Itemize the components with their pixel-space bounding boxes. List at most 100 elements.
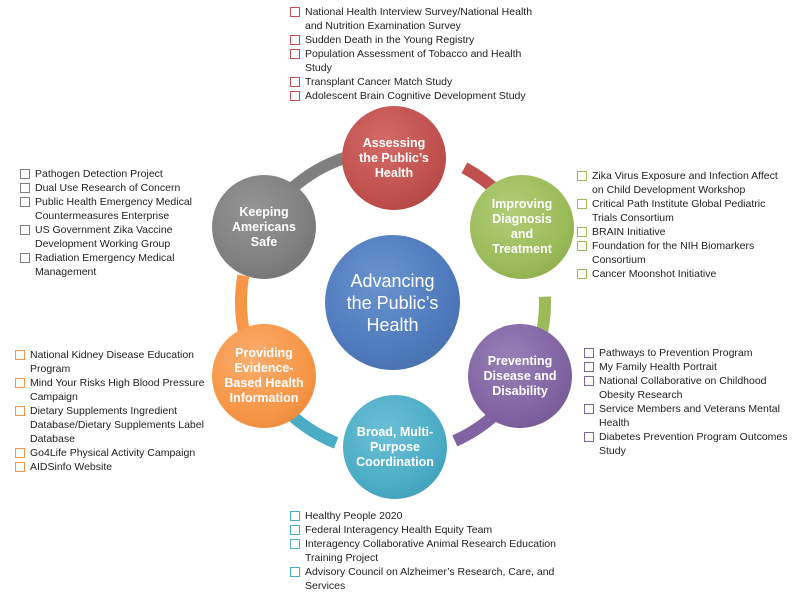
list-item-text: Public Health Emergency Medical Counterm… <box>35 196 192 222</box>
list-item: Transplant Cancer Match Study <box>290 75 545 89</box>
list-item: My Family Health Portrait <box>584 360 789 374</box>
node-preventing: Preventing Disease and Disability <box>468 324 572 428</box>
list-item: Go4Life Physical Activity Campaign <box>15 446 215 460</box>
list-item-text: Interagency Collaborative Animal Researc… <box>305 538 556 564</box>
checkbox-bullet-icon <box>20 253 30 263</box>
checkbox-bullet-icon <box>15 448 25 458</box>
list-item-text: Zika Virus Exposure and Infection Affect… <box>592 170 778 196</box>
list-item: Pathogen Detection Project <box>20 167 200 181</box>
list-item: Dietary Supplements Ingredient Database/… <box>15 404 215 446</box>
center-label: Advancing the Public’s Health <box>346 270 439 335</box>
list-item-text: Radiation Emergency Medical Management <box>35 252 175 278</box>
list-item: Sudden Death in the Young Registry <box>290 33 545 47</box>
list-item: Service Members and Veterans Mental Heal… <box>584 402 789 430</box>
node-evidence: Providing Evidence-Based Health Informat… <box>212 324 316 428</box>
checkbox-bullet-icon <box>584 404 594 414</box>
list-item: National Health Interview Survey/Nationa… <box>290 5 545 33</box>
list-item: AIDSinfo Website <box>15 460 215 474</box>
list-item-text: Service Members and Veterans Mental Heal… <box>599 403 780 429</box>
ring-arc-coordination <box>287 410 339 449</box>
list-item: Critical Path Institute Global Pediatric… <box>577 197 792 225</box>
list-item: Advisory Council on Alzheimer’s Research… <box>290 565 570 593</box>
node-improving: Improving Diagnosis and Treatment <box>470 175 574 279</box>
list-item: Healthy People 2020 <box>290 509 570 523</box>
list-item: Pathways to Prevention Program <box>584 346 789 360</box>
checkbox-bullet-icon <box>577 269 587 279</box>
list-improving: Zika Virus Exposure and Infection Affect… <box>577 169 792 281</box>
checkbox-bullet-icon <box>290 49 300 59</box>
list-item-text: Go4Life Physical Activity Campaign <box>30 447 196 459</box>
checkbox-bullet-icon <box>20 225 30 235</box>
checkbox-bullet-icon <box>290 511 300 521</box>
checkbox-bullet-icon <box>15 406 25 416</box>
list-item: Interagency Collaborative Animal Researc… <box>290 537 570 565</box>
list-item-text: Advisory Council on Alzheimer’s Research… <box>305 566 555 592</box>
list-preventing: Pathways to Prevention Program My Family … <box>584 346 789 458</box>
list-item: Radiation Emergency Medical Management <box>20 251 200 279</box>
list-item-text: Pathways to Prevention Program <box>599 347 753 359</box>
list-item: Public Health Emergency Medical Counterm… <box>20 195 200 223</box>
list-item: Population Assessment of Tobacco and Hea… <box>290 47 545 75</box>
list-item: US Government Zika Vaccine Development W… <box>20 223 200 251</box>
ring-arc-safe <box>287 151 348 194</box>
list-item-text: National Kidney Disease Education Progra… <box>30 349 195 375</box>
list-item-text: National Collaborative on Childhood Obes… <box>599 375 767 401</box>
checkbox-bullet-icon <box>20 183 30 193</box>
node-improving-label: Improving Diagnosis and Treatment <box>491 197 553 256</box>
list-item-text: Pathogen Detection Project <box>35 168 163 180</box>
checkbox-bullet-icon <box>290 7 300 17</box>
list-item-text: Healthy People 2020 <box>305 510 403 522</box>
list-item-text: Dual Use Research of Concern <box>35 182 181 194</box>
list-item-text: National Health Interview Survey/Nationa… <box>305 6 533 32</box>
list-item-text: Mind Your Risks High Blood Pressure Camp… <box>30 377 205 403</box>
checkbox-bullet-icon <box>20 197 30 207</box>
list-item: BRAIN Initiative <box>577 225 792 239</box>
list-item-text: Cancer Moonshot Initiative <box>592 268 717 280</box>
checkbox-bullet-icon <box>290 35 300 45</box>
checkbox-bullet-icon <box>15 350 25 360</box>
list-item: Mind Your Risks High Blood Pressure Camp… <box>15 376 215 404</box>
list-item: Cancer Moonshot Initiative <box>577 267 792 281</box>
list-item: Adolescent Brain Cognitive Development S… <box>290 89 545 103</box>
node-safe: Keeping Americans Safe <box>212 175 316 279</box>
checkbox-bullet-icon <box>584 362 594 372</box>
checkbox-bullet-icon <box>290 525 300 535</box>
list-item-text: Diabetes Prevention Program Outcomes Stu… <box>599 431 788 457</box>
list-assessing: National Health Interview Survey/Nationa… <box>290 5 545 103</box>
checkbox-bullet-icon <box>577 227 587 237</box>
list-item: Dual Use Research of Concern <box>20 181 200 195</box>
list-item-text: Transplant Cancer Match Study <box>305 76 453 88</box>
checkbox-bullet-icon <box>577 171 587 181</box>
list-item-text: AIDSinfo Website <box>30 461 113 473</box>
node-assessing-label: Assessing the Public’s Health <box>359 135 429 180</box>
list-item-text: Population Assessment of Tobacco and Hea… <box>305 48 522 74</box>
list-item: Federal Interagency Health Equity Team <box>290 523 570 537</box>
center-circle: Advancing the Public’s Health <box>325 235 460 370</box>
node-coordination-label: Broad, Multi-Purpose Coordination <box>356 424 434 469</box>
list-item: National Collaborative on Childhood Obes… <box>584 374 789 402</box>
checkbox-bullet-icon <box>584 432 594 442</box>
list-item: National Kidney Disease Education Progra… <box>15 348 215 376</box>
node-assessing: Assessing the Public’s Health <box>342 106 446 210</box>
checkbox-bullet-icon <box>15 378 25 388</box>
list-item-text: Sudden Death in the Young Registry <box>305 34 475 46</box>
checkbox-bullet-icon <box>577 241 587 251</box>
list-item-text: US Government Zika Vaccine Development W… <box>35 224 173 250</box>
checkbox-bullet-icon <box>290 91 300 101</box>
checkbox-bullet-icon <box>584 376 594 386</box>
list-item-text: Critical Path Institute Global Pediatric… <box>592 198 766 224</box>
ring-arc-preventing <box>452 410 499 447</box>
checkbox-bullet-icon <box>577 199 587 209</box>
list-item-text: My Family Health Portrait <box>599 361 717 373</box>
node-coordination: Broad, Multi-Purpose Coordination <box>343 395 447 499</box>
list-item-text: Adolescent Brain Cognitive Development S… <box>305 90 526 102</box>
node-safe-label: Keeping Americans Safe <box>232 204 296 249</box>
checkbox-bullet-icon <box>290 539 300 549</box>
node-evidence-label: Providing Evidence-Based Health Informat… <box>224 346 304 405</box>
list-item: Foundation for the NIH Biomarkers Consor… <box>577 239 792 267</box>
checkbox-bullet-icon <box>584 348 594 358</box>
list-item: Diabetes Prevention Program Outcomes Stu… <box>584 430 789 458</box>
list-evidence: National Kidney Disease Education Progra… <box>15 348 215 474</box>
